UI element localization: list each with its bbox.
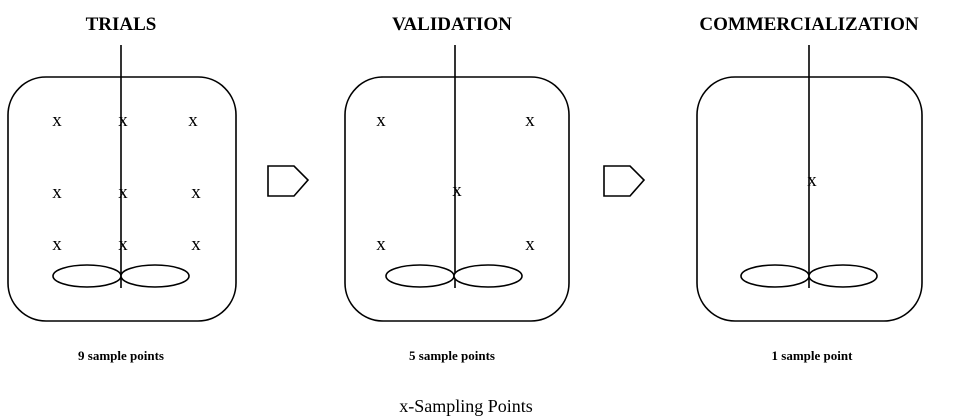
impeller-blade-right xyxy=(453,264,523,288)
vessel-commercialization: x xyxy=(696,45,923,322)
sample-point-mark: x xyxy=(376,110,386,131)
sample-point-mark: x xyxy=(525,234,535,255)
sample-point-mark: x xyxy=(191,182,201,203)
sample-point-mark: x xyxy=(118,182,128,203)
impeller-blade-right xyxy=(808,264,878,288)
impeller-blade-left xyxy=(52,264,122,288)
stage-caption-trials: 9 sample points xyxy=(78,348,164,363)
stage-arrow-1 xyxy=(267,165,310,197)
stage-caption-commercialization: 1 sample point xyxy=(772,348,854,363)
vessel-validation: x x x x x xyxy=(344,45,570,322)
stage-title-validation: VALIDATION xyxy=(392,14,512,35)
stage-arrow-2 xyxy=(603,165,646,197)
stage-title-commercialization: COMMERCIALIZATION xyxy=(699,14,918,35)
vessel-trials: x x x x x x x x x xyxy=(7,45,237,322)
sample-point-mark: x xyxy=(191,234,201,255)
sample-point-mark: x xyxy=(52,182,62,203)
sample-point-mark: x xyxy=(118,110,128,131)
sample-point-mark: x xyxy=(452,180,462,201)
sample-point-mark: x xyxy=(807,170,817,191)
vessel-outline xyxy=(344,76,570,322)
impeller-blade-left xyxy=(385,264,455,288)
stage-caption-validation: 5 sample points xyxy=(409,348,495,363)
sample-point-mark: x xyxy=(376,234,386,255)
vessel-outline xyxy=(7,76,237,322)
legend-sampling-points: x-Sampling Points xyxy=(399,396,533,416)
impeller-blade-right xyxy=(120,264,190,288)
sample-point-mark: x xyxy=(525,110,535,131)
sample-point-mark: x xyxy=(118,234,128,255)
stage-title-trials: TRIALS xyxy=(86,14,157,35)
impeller-blade-left xyxy=(740,264,810,288)
sample-point-mark: x xyxy=(52,234,62,255)
sample-point-mark: x xyxy=(188,110,198,131)
sample-point-mark: x xyxy=(52,110,62,131)
